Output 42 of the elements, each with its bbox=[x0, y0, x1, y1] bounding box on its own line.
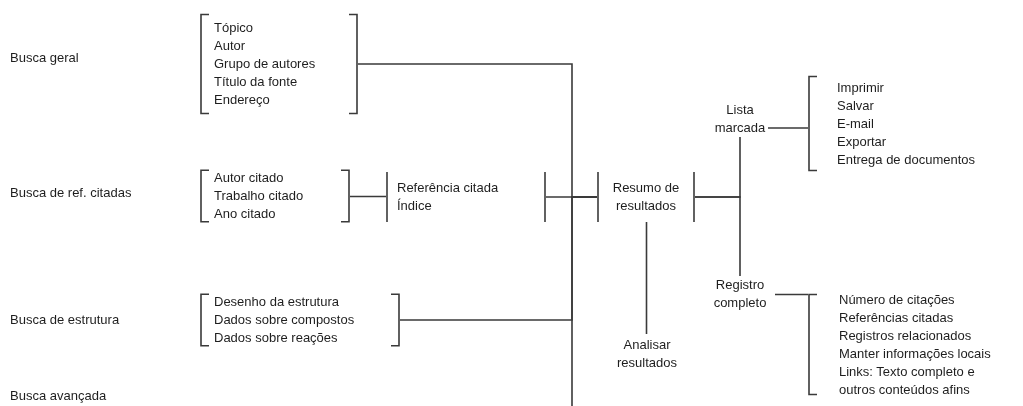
list-item: Ano citado bbox=[214, 205, 276, 223]
connector-line bbox=[774, 293, 809, 296]
list-item: Imprimir bbox=[837, 78, 884, 97]
list-item: Salvar bbox=[837, 96, 874, 115]
list-item: Exportar bbox=[837, 132, 887, 151]
connector-line bbox=[571, 196, 598, 406]
row-heading: Busca avançada bbox=[10, 388, 107, 403]
list-item: Autor citado bbox=[214, 169, 284, 187]
connector-line bbox=[767, 127, 809, 129]
node-label: Resumo de resultados bbox=[611, 179, 681, 215]
list-item: Dados sobre compostos bbox=[214, 311, 355, 329]
list-item: Links: Texto completo e outros conteúdos afins bbox=[839, 362, 976, 399]
list-item: Tópico bbox=[214, 19, 254, 37]
connector-line bbox=[694, 196, 741, 277]
list-item: Manter informações locais bbox=[839, 344, 991, 363]
list-item: Título da fonte bbox=[214, 73, 298, 91]
bracketed-list bbox=[200, 14, 358, 114]
row-heading: Busca geral bbox=[10, 50, 79, 65]
barred-group bbox=[597, 172, 695, 222]
list-item: Endereço bbox=[214, 91, 270, 109]
list-item: Referência citada bbox=[397, 179, 499, 197]
node-label: Lista marcada bbox=[713, 101, 767, 137]
list-item: Índice bbox=[397, 197, 432, 215]
connector-line bbox=[645, 221, 648, 335]
list-item: Referências citadas bbox=[839, 308, 954, 327]
list-item: Trabalho citado bbox=[214, 187, 304, 205]
node-label: Registro completo bbox=[712, 276, 768, 312]
bracketed-list bbox=[200, 170, 350, 222]
list-item: Registros relacionados bbox=[839, 326, 972, 345]
list-item: Número de citações bbox=[839, 290, 955, 309]
list-item: Autor bbox=[214, 37, 246, 55]
list-item: Entrega de documentos bbox=[837, 150, 976, 169]
barred-group bbox=[386, 172, 546, 222]
bracketed-list bbox=[200, 294, 400, 346]
connector-line bbox=[349, 195, 387, 198]
list-item: Dados sobre reações bbox=[214, 329, 338, 347]
row-heading: Busca de estrutura bbox=[10, 312, 120, 327]
list-item: Desenho da estrutura bbox=[214, 293, 340, 311]
list-item: E-mail bbox=[837, 114, 874, 133]
list-item: Grupo de autores bbox=[214, 55, 316, 73]
node-label: Analisar resultados bbox=[616, 336, 678, 372]
row-heading: Busca de ref. citadas bbox=[10, 185, 132, 200]
